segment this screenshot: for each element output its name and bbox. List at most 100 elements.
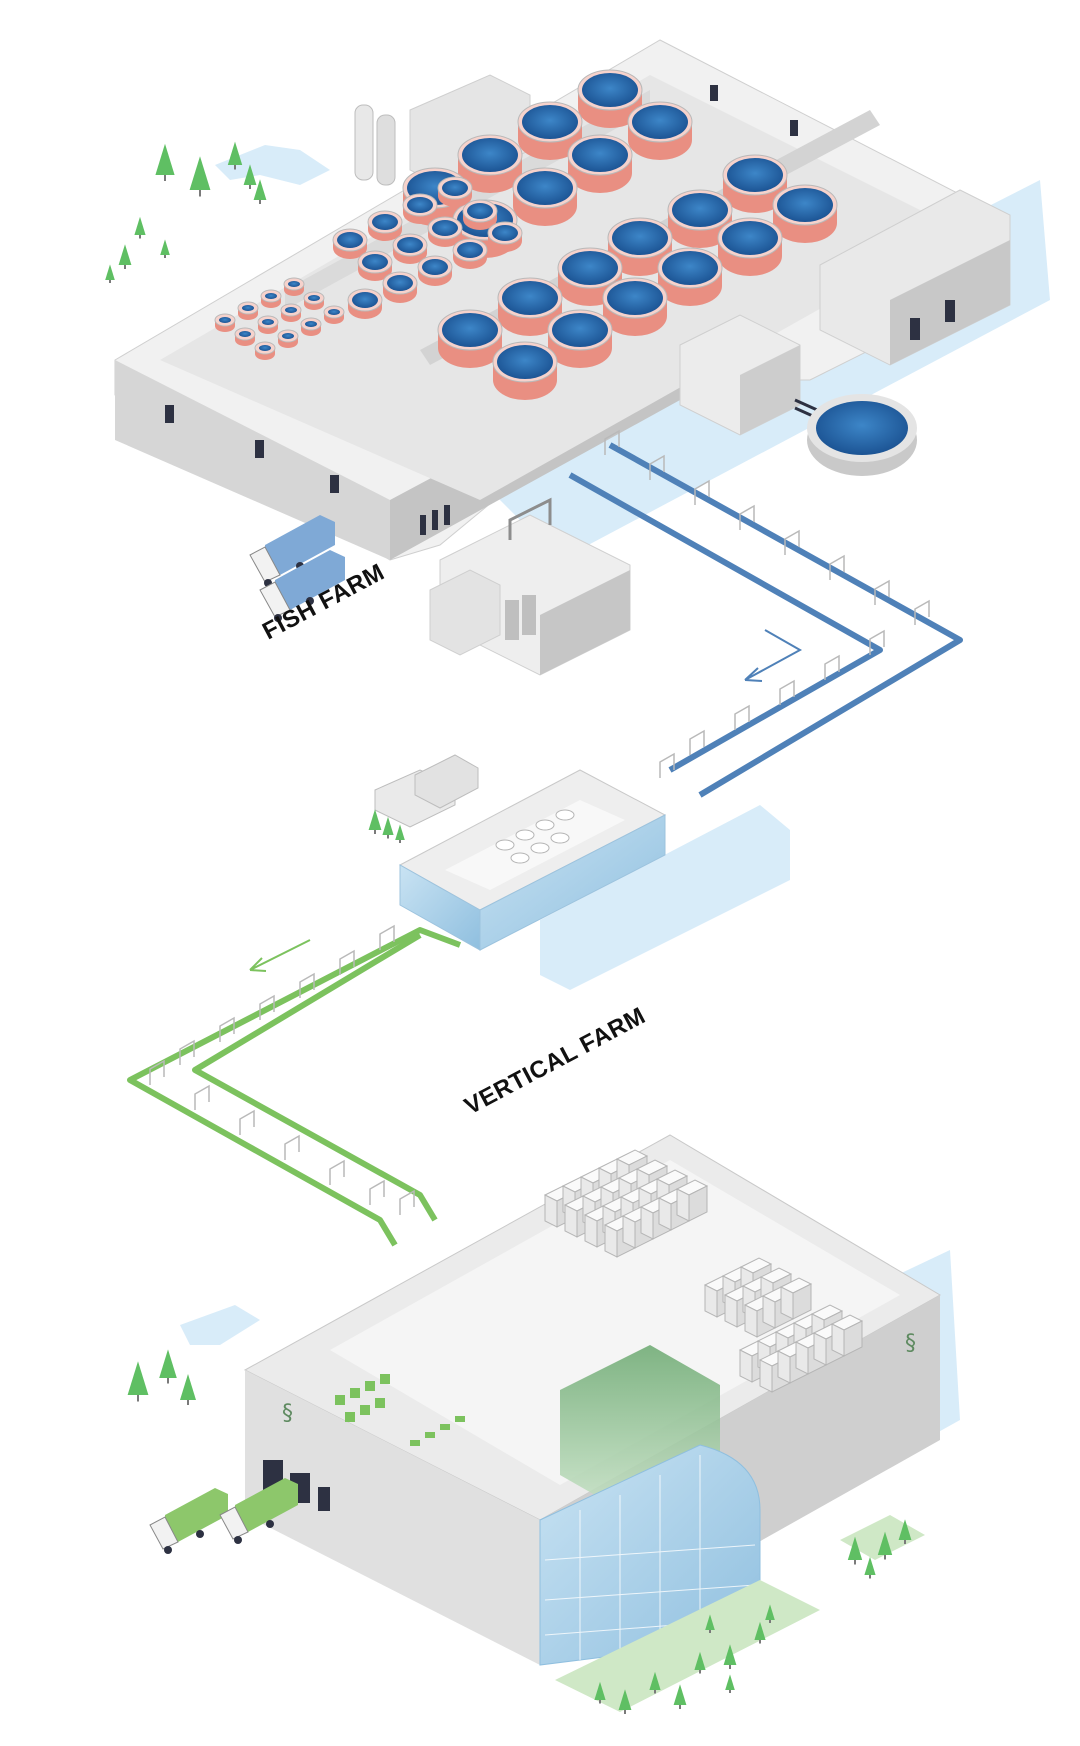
tree-icon [134,216,146,239]
pipe-support [734,704,750,730]
trees-bottom [127,1349,912,1714]
trees-top-left [105,141,267,283]
pipe-support [369,1179,385,1205]
tree-icon [227,141,243,170]
plant-trays [335,1374,465,1446]
pipe-support [604,429,620,455]
lawn [555,1580,820,1712]
tree-icon [243,164,257,189]
fish-tanks [332,69,838,400]
pipe-support [694,479,710,505]
tree-icon [723,1644,737,1669]
fish-tank [487,221,523,252]
green-pipeline [127,924,462,1247]
tree-icon [594,1681,606,1704]
storage-sheds [374,754,479,828]
fish-tank [402,193,438,224]
pipe-support [874,579,890,605]
fish-tank [357,250,393,281]
doors [165,85,798,535]
pipe-support [869,629,885,655]
tree-icon [765,1604,775,1623]
tree-icon [847,1536,863,1565]
truck-blue-1 [249,515,335,587]
fish-tank [607,217,673,276]
truck-green-2 [219,1478,298,1544]
truck-green-1 [149,1488,228,1554]
tree-icon [705,1614,715,1633]
tree-icon [155,143,175,181]
tree-icon [877,1531,893,1560]
fish-tank [260,289,282,308]
tree-icon [754,1621,766,1644]
pipe-support [779,679,795,705]
fish-tank [303,291,325,310]
pipe-support [299,972,315,998]
green-pipe-inner [192,932,438,1222]
small-tanks [214,277,345,360]
plant-tanks [495,809,575,864]
fish-tank [462,199,498,230]
fish-tank [234,327,256,346]
tree-icon [864,1556,876,1579]
green-pipe-outer [127,927,462,1247]
fish-tank [547,309,613,368]
pipe-support [379,924,395,950]
tree-icon [618,1689,632,1714]
fish-farm-left-wall [115,360,390,560]
grow-racks [543,1149,864,1393]
leaf-logo-icon: § [282,1401,293,1426]
fish-tank [392,233,428,264]
tree-icon [189,156,211,197]
leaf-logo-icon: § [905,1331,916,1356]
grow-rack [830,1314,864,1357]
silos [354,104,396,186]
tree-icon [725,1674,735,1693]
vertical-farm: § § VERTICAL FARM [127,1002,960,1714]
tree-icon [395,824,405,843]
fish-tank [602,277,668,336]
door [945,300,955,322]
pipe-support [194,1084,210,1110]
fish-tank [557,247,623,306]
fish-tank [300,317,322,336]
trees-middle [368,809,405,843]
fish-tank [452,238,488,269]
tree-icon [160,239,170,258]
pipe-support [649,454,665,480]
fish-tank [323,305,345,324]
pipe-support [284,1134,300,1160]
pipe-support [824,654,840,680]
tree-icon [253,179,267,204]
tree-icon [673,1684,687,1709]
pipe-support [239,1109,255,1135]
tree-icon [159,1349,177,1384]
pipe-support [829,554,845,580]
fish-tank [437,309,503,368]
fish-tank [627,101,693,160]
truck-blue-2 [259,550,345,622]
fish-tank [283,277,305,296]
fish-tank [512,167,578,226]
plant-glass-front [479,814,666,951]
fish-tank [280,303,302,322]
fish-tank [717,217,783,276]
pipe-support [739,504,755,530]
fish-tank [427,216,463,247]
outdoor-pond [807,394,917,476]
tree-icon [118,244,132,269]
vertical-farm-left-wall [245,1370,540,1665]
vertical-farm-label: VERTICAL FARM [460,1002,650,1120]
pipe-support [659,752,675,778]
fish-tank [382,271,418,302]
pipe-support [329,1159,345,1185]
pipe-support [219,1016,235,1042]
fish-tank [437,176,473,207]
arrow-down-left-icon [744,629,803,682]
blue-pipe-outer [608,442,963,798]
fish-tank [492,341,558,400]
fish-tank [367,210,403,241]
fish-tank [457,134,523,193]
fish-tank [254,341,276,360]
